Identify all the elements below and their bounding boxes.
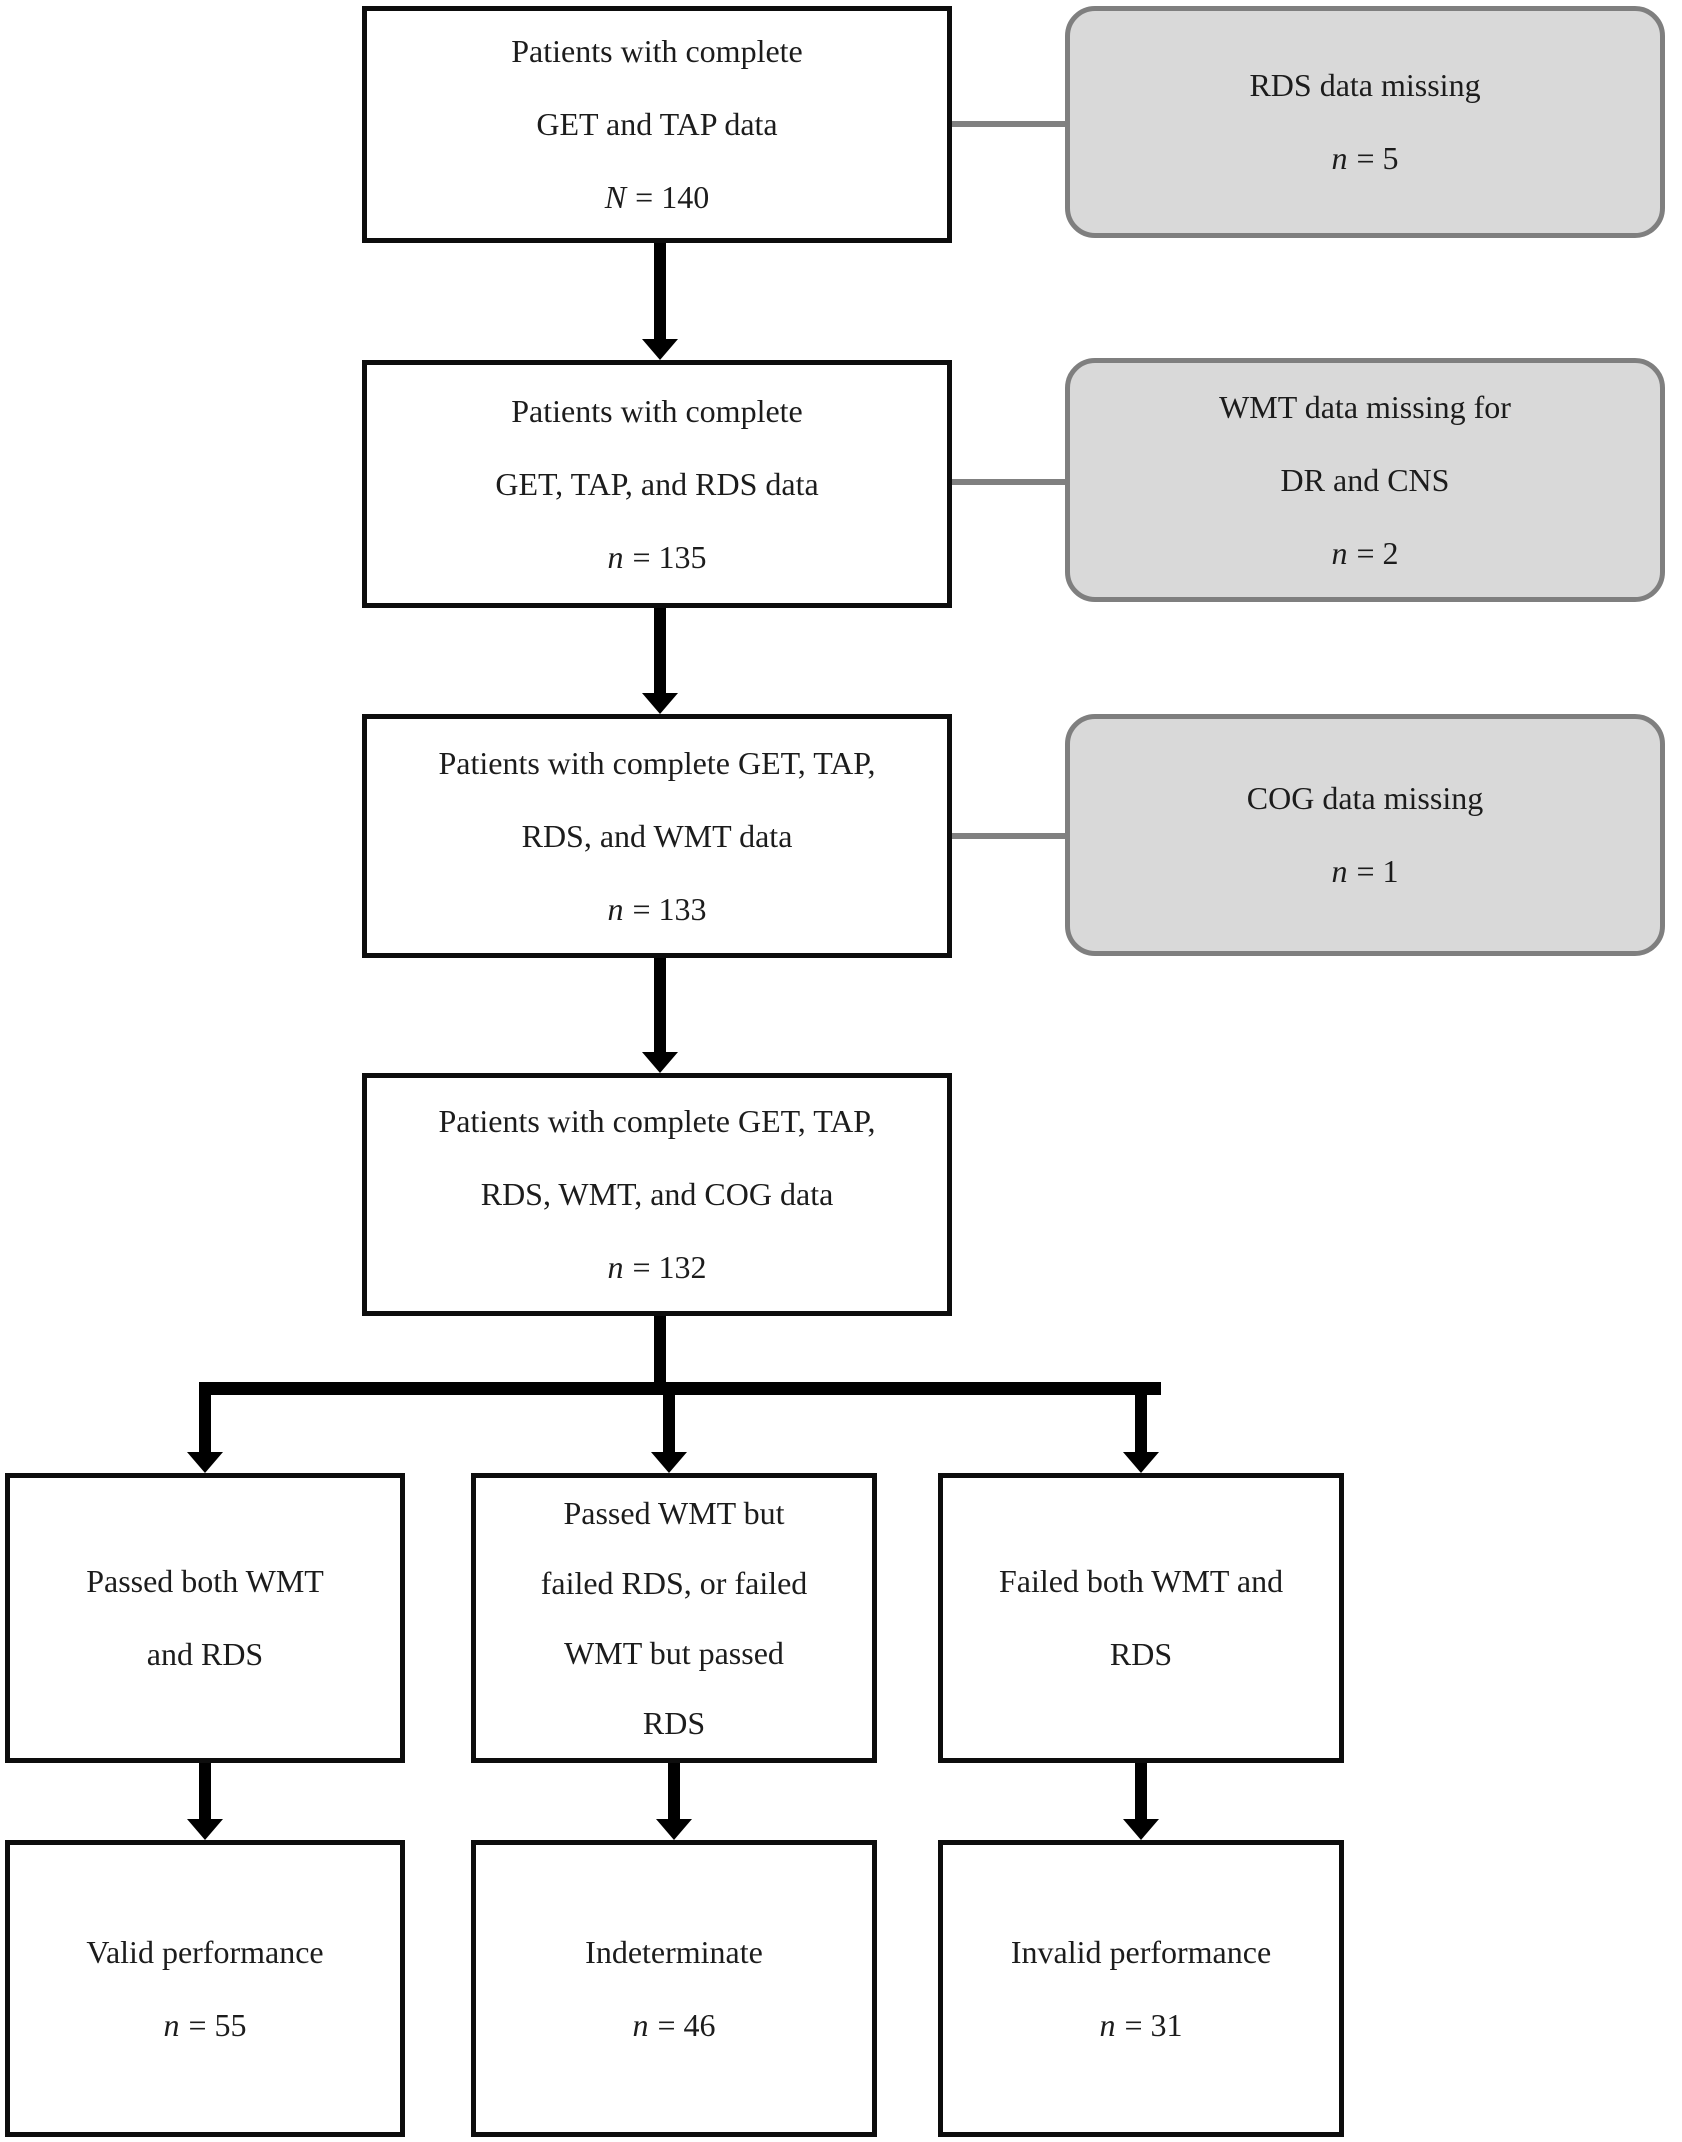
branch-2-line-1: Passed WMT but	[563, 1495, 785, 1531]
step-3-count-letter: n	[607, 890, 624, 927]
step-3-count: n= 133	[607, 873, 706, 946]
branch-2-line-4: RDS	[642, 1705, 706, 1741]
outcome-3-line-1: Invalid performance	[1010, 1933, 1272, 1970]
step-2-line-2: GET, TAP, and RDS data	[495, 465, 819, 502]
exclusion-2-line-2: DR and CNS	[1280, 461, 1450, 498]
step-4-count-letter: n	[607, 1249, 624, 1285]
branch-trunk-stem	[654, 1316, 666, 1389]
outcome-2-line-1: Indeterminate	[585, 1933, 763, 1970]
branch-2-line-2: failed RDS, or failed	[540, 1565, 808, 1601]
step-2-count: n= 135	[607, 521, 706, 594]
step-3-line-1: Patients with complete GET, TAP,	[438, 744, 876, 781]
arrow-down-icon	[642, 339, 678, 360]
outcome-1-count-value: = 55	[188, 2006, 247, 2043]
outcome-2-count: n= 46	[632, 1989, 715, 2062]
exclusion-connector-1	[952, 121, 1065, 127]
branch-3-line-1: Failed both WMT and	[998, 1563, 1284, 1599]
step-3-line-2: RDS, and WMT data	[521, 817, 793, 854]
exclusion-3-count-letter: n	[1331, 853, 1348, 889]
branch-right-stem	[1135, 1395, 1147, 1453]
step-4-line-1: Patients with complete GET, TAP,	[438, 1103, 876, 1139]
arrow-stem	[1135, 1763, 1147, 1820]
exclusion-box-1: RDS data missing n= 5	[1065, 6, 1665, 238]
branch-box-3: Failed both WMT and RDS	[938, 1473, 1344, 1763]
branch-horizontal-bar	[199, 1382, 1161, 1395]
exclusion-2-count-value: = 2	[1356, 534, 1399, 571]
step-box-4: Patients with complete GET, TAP, RDS, WM…	[362, 1073, 952, 1316]
branch-left-stem	[199, 1395, 211, 1453]
exclusion-1-count: n= 5	[1331, 122, 1398, 195]
step-box-2: Patients with complete GET, TAP, and RDS…	[362, 360, 952, 608]
branch-2-line-3: WMT but passed	[564, 1635, 784, 1671]
step-4-count: n= 132	[607, 1231, 706, 1304]
outcome-2-count-letter: n	[632, 2006, 649, 2043]
branch-middle-stem	[663, 1395, 675, 1453]
step-4-count-value: = 132	[632, 1249, 707, 1285]
step-2-line-1: Patients with complete	[511, 392, 803, 429]
exclusion-2-count: n= 2	[1331, 517, 1398, 590]
exclusion-1-line-1: RDS data missing	[1249, 67, 1481, 103]
branch-box-2: Passed WMT but failed RDS, or failed WMT…	[471, 1473, 877, 1763]
step-1-count-letter: N	[604, 179, 627, 215]
exclusion-1-count-letter: n	[1331, 140, 1348, 176]
outcome-box-1: Valid performance n= 55	[5, 1840, 405, 2137]
arrow-stem	[199, 1763, 211, 1820]
branch-1-line-2: and RDS	[146, 1636, 264, 1672]
outcome-1-count: n= 55	[163, 1989, 246, 2062]
exclusion-connector-2	[952, 479, 1065, 485]
step-3-count-value: = 133	[632, 890, 707, 927]
outcome-1-line-1: Valid performance	[86, 1933, 324, 1970]
step-1-line-2: GET and TAP data	[536, 106, 778, 142]
step-4-line-2: RDS, WMT, and COG data	[480, 1176, 834, 1212]
arrow-down-icon	[187, 1452, 223, 1473]
arrow-stem	[654, 958, 666, 1053]
step-1-count: N= 140	[605, 161, 709, 234]
outcome-3-count: n= 31	[1099, 1989, 1182, 2062]
outcome-3-count-value: = 31	[1124, 2006, 1183, 2043]
exclusion-connector-3	[952, 833, 1065, 839]
branch-box-1: Passed both WMT and RDS	[5, 1473, 405, 1763]
arrow-down-icon	[187, 1819, 223, 1840]
branch-1-line-1: Passed both WMT	[86, 1563, 324, 1599]
arrow-stem	[654, 243, 666, 340]
arrow-down-icon	[642, 693, 678, 714]
step-2-count-value: = 135	[632, 538, 707, 575]
exclusion-box-3: COG data missing n= 1	[1065, 714, 1665, 956]
arrow-down-icon	[651, 1452, 687, 1473]
outcome-box-3: Invalid performance n= 31	[938, 1840, 1344, 2137]
step-box-1: Patients with complete GET and TAP data …	[362, 6, 952, 243]
outcome-box-2: Indeterminate n= 46	[471, 1840, 877, 2137]
exclusion-3-count: n= 1	[1331, 835, 1398, 908]
step-box-3: Patients with complete GET, TAP, RDS, an…	[362, 714, 952, 958]
step-1-count-value: = 140	[635, 179, 710, 215]
branch-3-line-2: RDS	[1109, 1636, 1173, 1672]
exclusion-box-2: WMT data missing for DR and CNS n= 2	[1065, 358, 1665, 602]
exclusion-3-line-1: COG data missing	[1246, 780, 1484, 816]
outcome-1-count-letter: n	[163, 2006, 180, 2043]
exclusion-2-count-letter: n	[1331, 534, 1348, 571]
exclusion-1-count-value: = 5	[1356, 140, 1399, 176]
arrow-down-icon	[1123, 1819, 1159, 1840]
step-2-count-letter: n	[607, 538, 624, 575]
arrow-down-icon	[642, 1052, 678, 1073]
outcome-2-count-value: = 46	[657, 2006, 716, 2043]
arrow-stem	[668, 1763, 680, 1820]
step-1-line-1: Patients with complete	[511, 33, 803, 69]
arrow-down-icon	[656, 1819, 692, 1840]
exclusion-2-line-1: WMT data missing for	[1219, 388, 1511, 425]
arrow-stem	[654, 608, 666, 694]
exclusion-3-count-value: = 1	[1356, 853, 1399, 889]
arrow-down-icon	[1123, 1452, 1159, 1473]
outcome-3-count-letter: n	[1099, 2006, 1116, 2043]
